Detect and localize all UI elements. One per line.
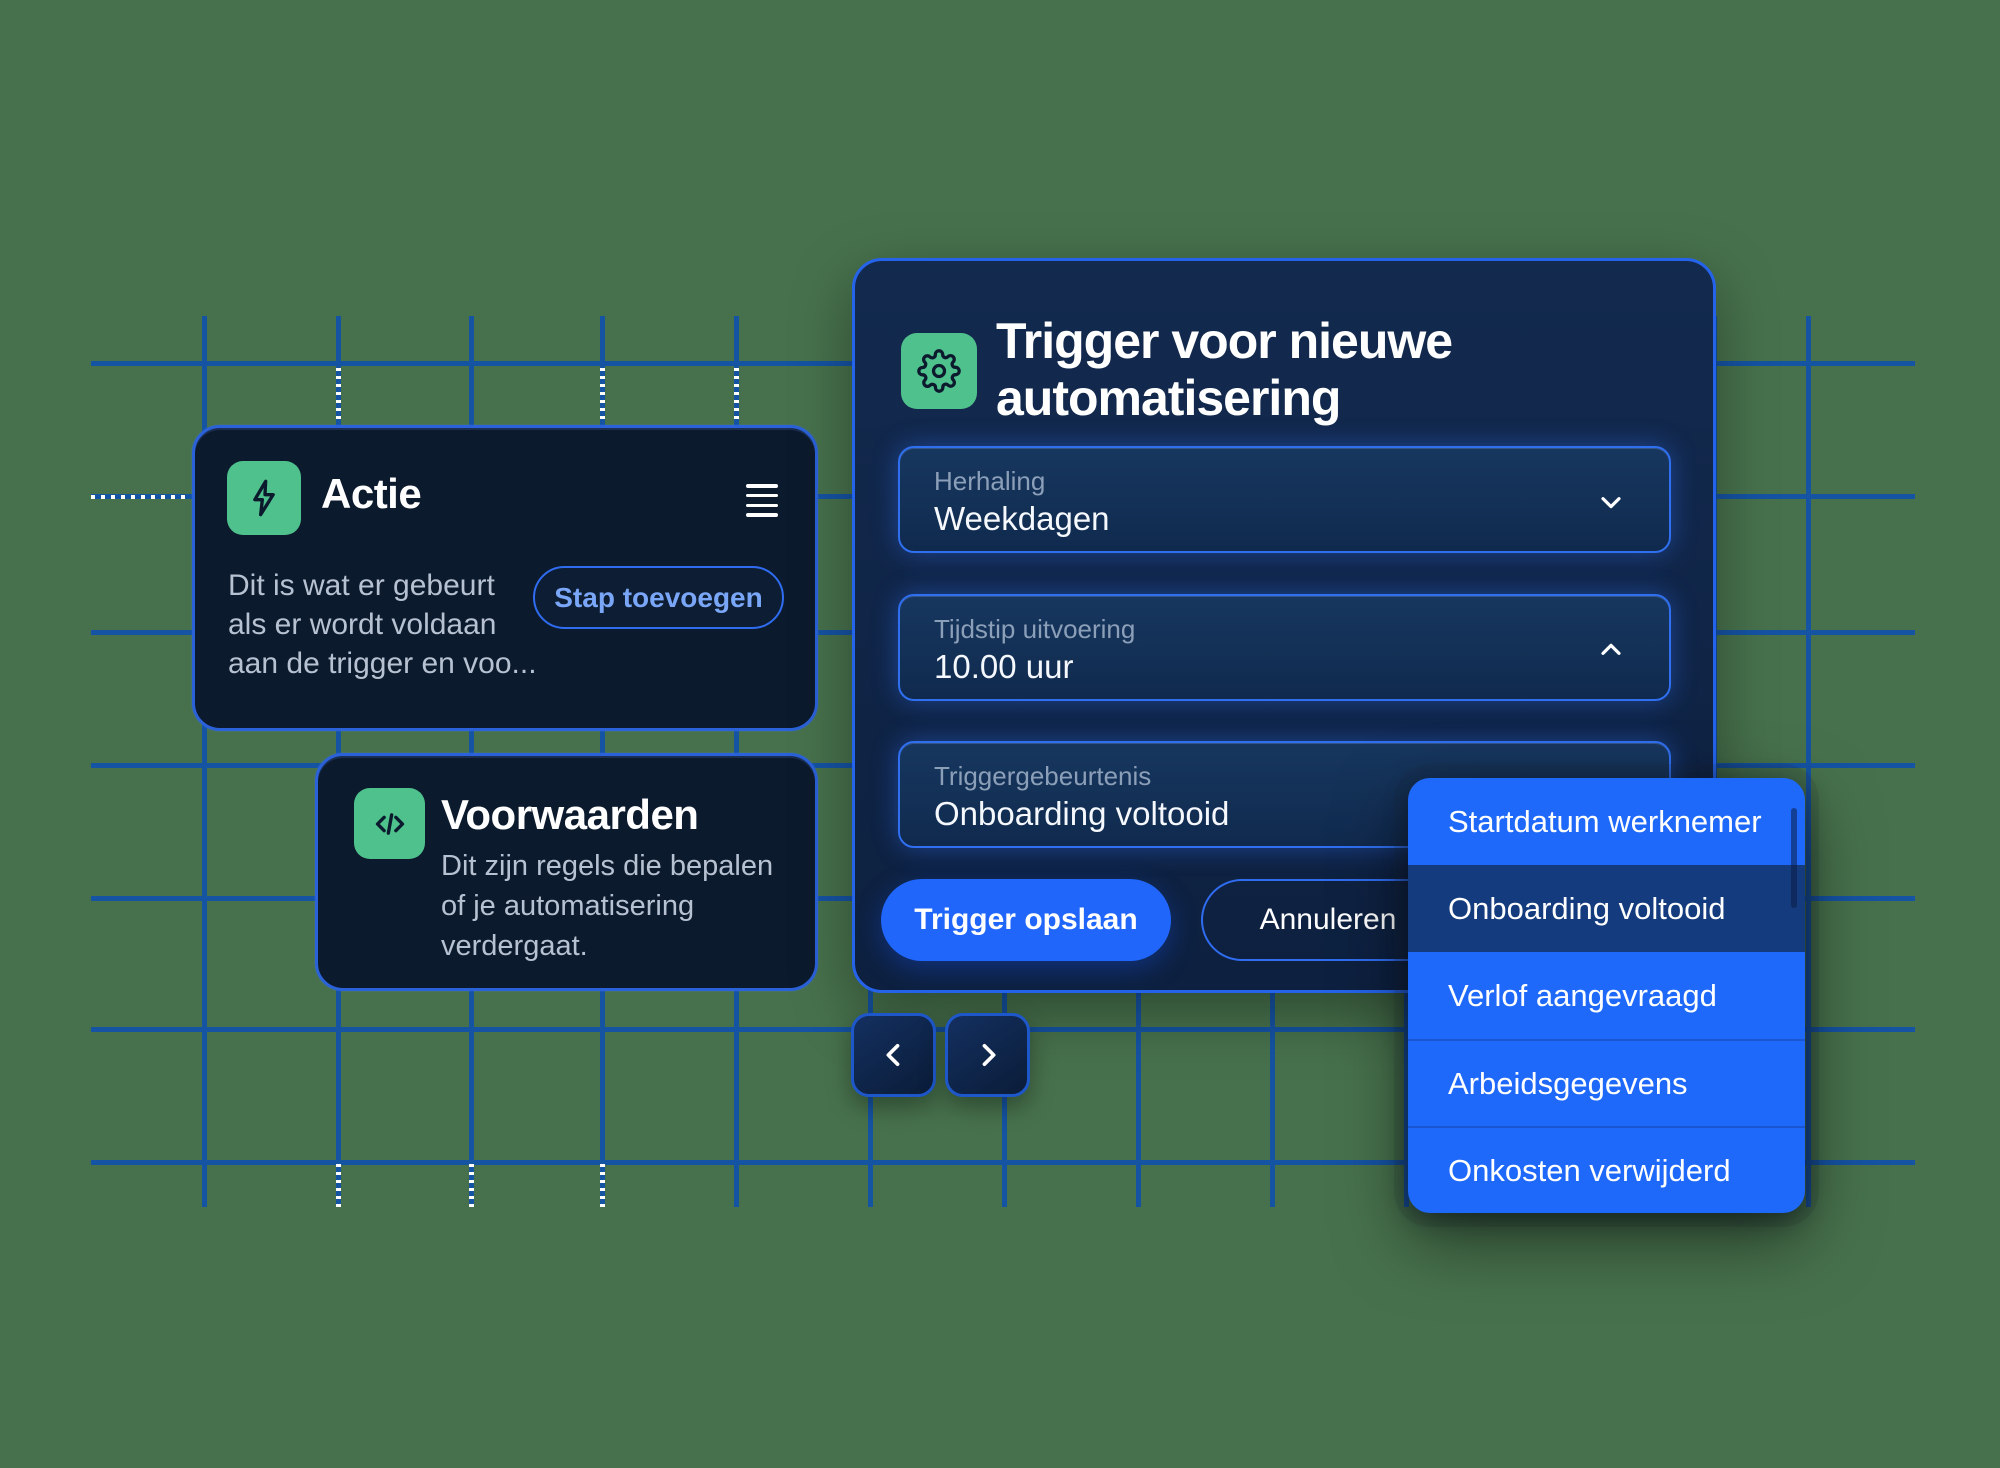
field-herhaling[interactable]: Herhaling Weekdagen [898,446,1671,553]
chevron-up-icon[interactable] [1595,634,1627,671]
dropdown-item[interactable]: Arbeidsgegevens [1408,1039,1805,1126]
field-tijdstip[interactable]: Tijdstip uitvoering 10.00 uur [898,594,1671,701]
lightning-icon [227,461,301,535]
field-value: 10.00 uur [934,648,1074,685]
prev-button[interactable] [851,1013,936,1097]
field-value: Weekdagen [934,500,1110,537]
dropdown-item[interactable]: Verlof aangevraagd [1448,977,1717,1013]
chevron-right-icon [982,1043,996,1067]
field-label: Tijdstip uitvoering [934,614,1136,644]
grid-sketch-dash [91,495,191,499]
grid-sketch-dash [600,368,605,424]
grid-line [202,316,207,1207]
menu-icon[interactable] [746,484,778,517]
dialog-title: Trigger voor nieuwe automatisering [996,313,1453,426]
dropdown-item-selected[interactable]: Onboarding voltooid [1408,865,1805,952]
grid-sketch-dash [734,368,739,424]
actie-card-title: Actie [321,470,422,517]
field-label: Herhaling [934,466,1046,496]
voorwaarden-card-title: Voorwaarden [441,791,699,838]
chevron-down-icon[interactable] [1595,486,1627,523]
dropdown-item[interactable]: Onkosten verwijderd [1408,1126,1805,1213]
voorwaarden-card: Voorwaarden Dit zijn regels die bepalen … [315,753,818,991]
trigger-event-dropdown: Startdatum werknemer Onboarding voltooid… [1408,778,1805,1213]
voorwaarden-card-description: Dit zijn regels die bepalen of je automa… [441,850,774,962]
code-icon [354,788,425,859]
next-button[interactable] [945,1013,1030,1097]
gear-icon [901,333,977,409]
save-trigger-button[interactable]: Trigger opslaan [881,879,1171,961]
grid-sketch-dash [336,368,341,424]
actie-card-description: Dit is wat er gebeurt als er wordt volda… [228,569,537,680]
field-value: Onboarding voltooid [934,795,1230,832]
field-label: Triggergebeurtenis [934,761,1152,791]
grid-sketch-dash [336,1164,341,1207]
grid-sketch-dash [469,1164,474,1207]
dropdown-item[interactable]: Startdatum werknemer [1448,803,1762,839]
dropdown-scrollbar[interactable] [1791,808,1797,908]
grid-sketch-dash [600,1164,605,1207]
chevron-left-icon [885,1043,899,1067]
actie-card: Actie Dit is wat er gebeurt als er wordt… [192,425,818,731]
grid-line [1806,316,1811,1207]
add-step-button[interactable]: Stap toevoegen [533,566,784,629]
